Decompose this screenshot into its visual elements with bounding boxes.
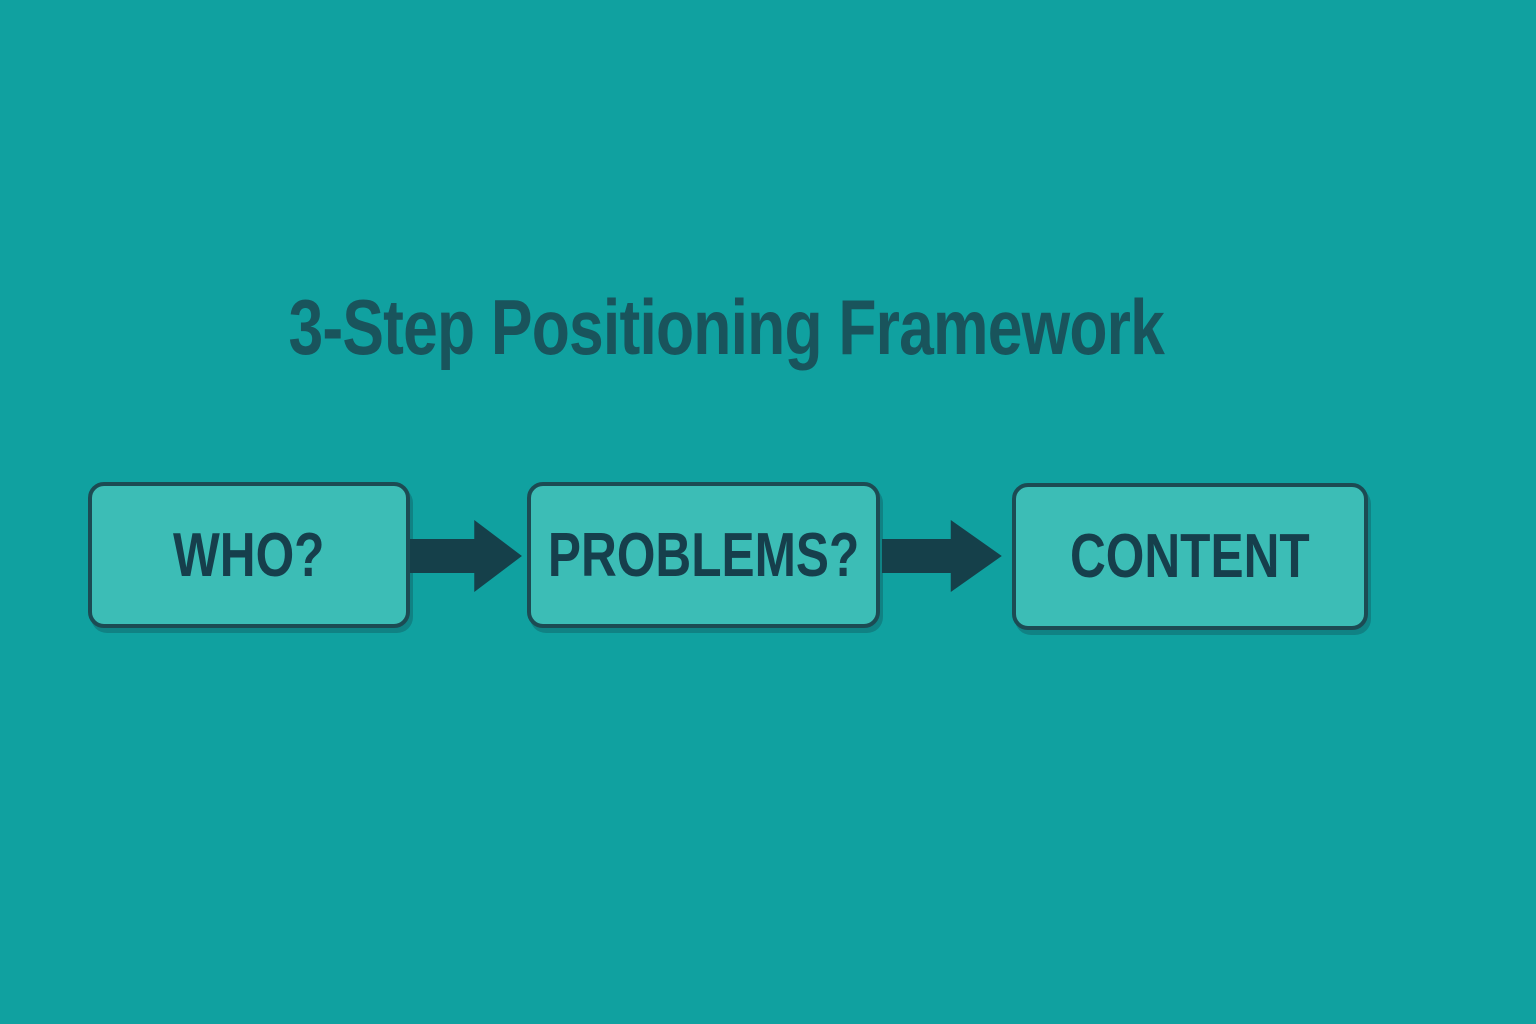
arrow-right-icon (882, 518, 1004, 594)
step-label-content: CONTENT (1070, 522, 1310, 591)
step-label-who: WHO? (173, 520, 325, 590)
step-box-problems: PROBLEMS? (527, 482, 880, 628)
arrow-right-icon (410, 518, 524, 594)
step-box-content: CONTENT (1012, 483, 1368, 630)
page-title: 3-Step Positioning Framework (0, 288, 1452, 366)
step-box-who: WHO? (88, 482, 410, 628)
page-title-text: 3-Step Positioning Framework (288, 283, 1164, 372)
step-label-problems: PROBLEMS? (547, 520, 860, 590)
